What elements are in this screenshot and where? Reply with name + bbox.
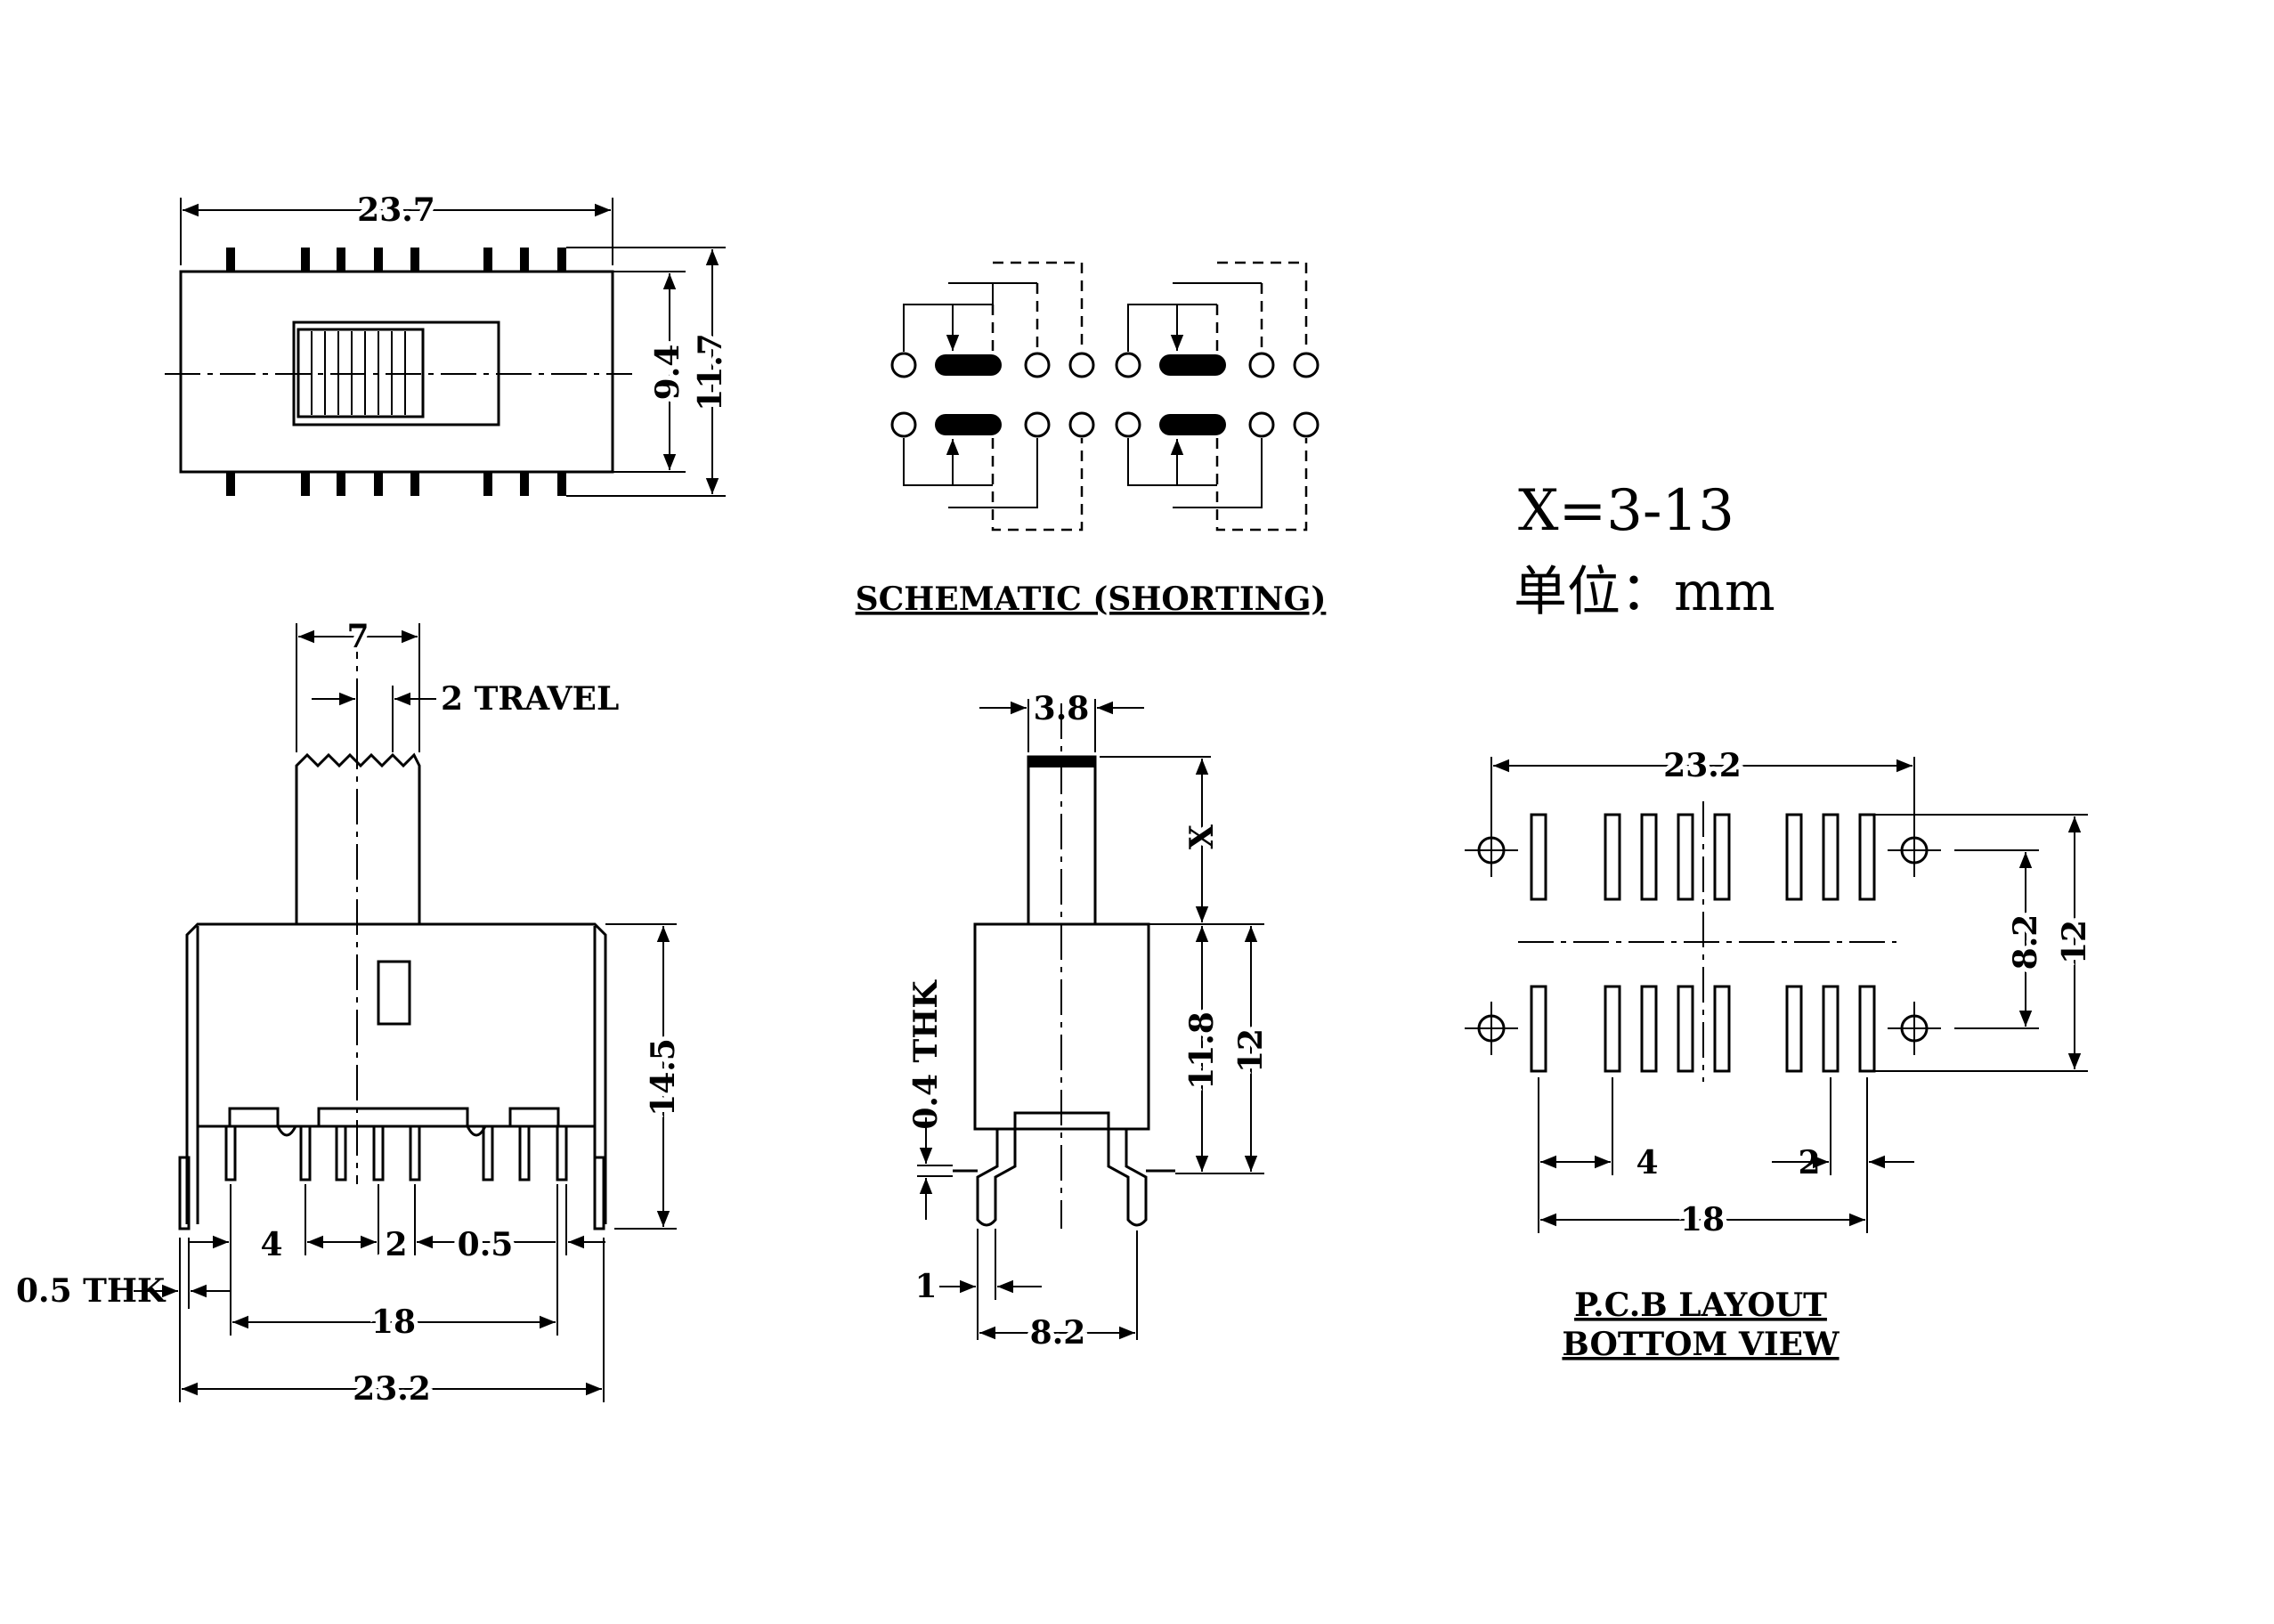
side-actuator-width-label: 3.8 [1034,690,1090,727]
front-thk-label: 0.5 THK [16,1272,166,1310]
side-view: 3.8 X 11.8 12 0.4 THK 1 8.2 [907,690,1274,1356]
top-view: 23.7 9.4 11.7 [165,187,734,497]
side-thk-label: 0.4 THK [907,979,945,1130]
pcb-title: P.C.B LAYOUT [1574,1287,1827,1324]
pcb-span-label: 18 [1680,1201,1725,1238]
schematic-title: SCHEMATIC (SHORTING) [856,581,1327,618]
travel-label: 2 TRAVEL [441,680,619,718]
pcb-layout: 23.2 8.2 12 4 2 18 P.C.B LAYOUT BOTTOM V… [1465,743,2098,1363]
pcb-row-pitch-label: 8.2 [2007,914,2044,970]
x-range-label: X=3-13 [1518,478,1734,544]
side-pin-label: 1 [914,1268,937,1305]
front-pitch-b-label: 2 [385,1226,407,1263]
pcb-width-label: 23.2 [1663,747,1742,784]
top-width-label: 23.7 [357,191,435,229]
side-body-height-label: 11.8 [1183,1011,1221,1090]
pcb-pitch-a-label: 4 [1636,1144,1658,1181]
side-x-label: X [1183,824,1221,849]
pcb-pitch-b-label: 2 [1798,1144,1820,1181]
pcb-height-label: 12 [2056,920,2093,964]
front-height-label: 14.5 [645,1038,682,1116]
front-pin-span-label: 18 [371,1303,416,1341]
front-pin-width-label: 0.5 [458,1226,514,1263]
top-inner-height-label: 9.4 [649,345,686,401]
mount-hole [1888,1002,1941,1055]
front-view: 7 2 TRAVEL 14.5 4 2 0.5 0.5 THK 18 [16,613,686,1412]
side-span-label: 8.2 [1030,1314,1086,1352]
actuator-width-label: 7 [346,618,369,655]
side-total-height-label: 12 [1232,1028,1270,1073]
pcb-subtitle: BOTTOM VIEW [1562,1326,1840,1363]
top-outer-height-label: 11.7 [692,333,729,411]
schematic-diagram: SCHEMATIC (SHORTING) [856,261,1327,618]
mount-hole [1465,1002,1518,1055]
unit-label: 单位：mm [1514,561,1775,623]
front-overall-label: 23.2 [353,1370,431,1408]
front-pitch-a-label: 4 [260,1226,282,1263]
